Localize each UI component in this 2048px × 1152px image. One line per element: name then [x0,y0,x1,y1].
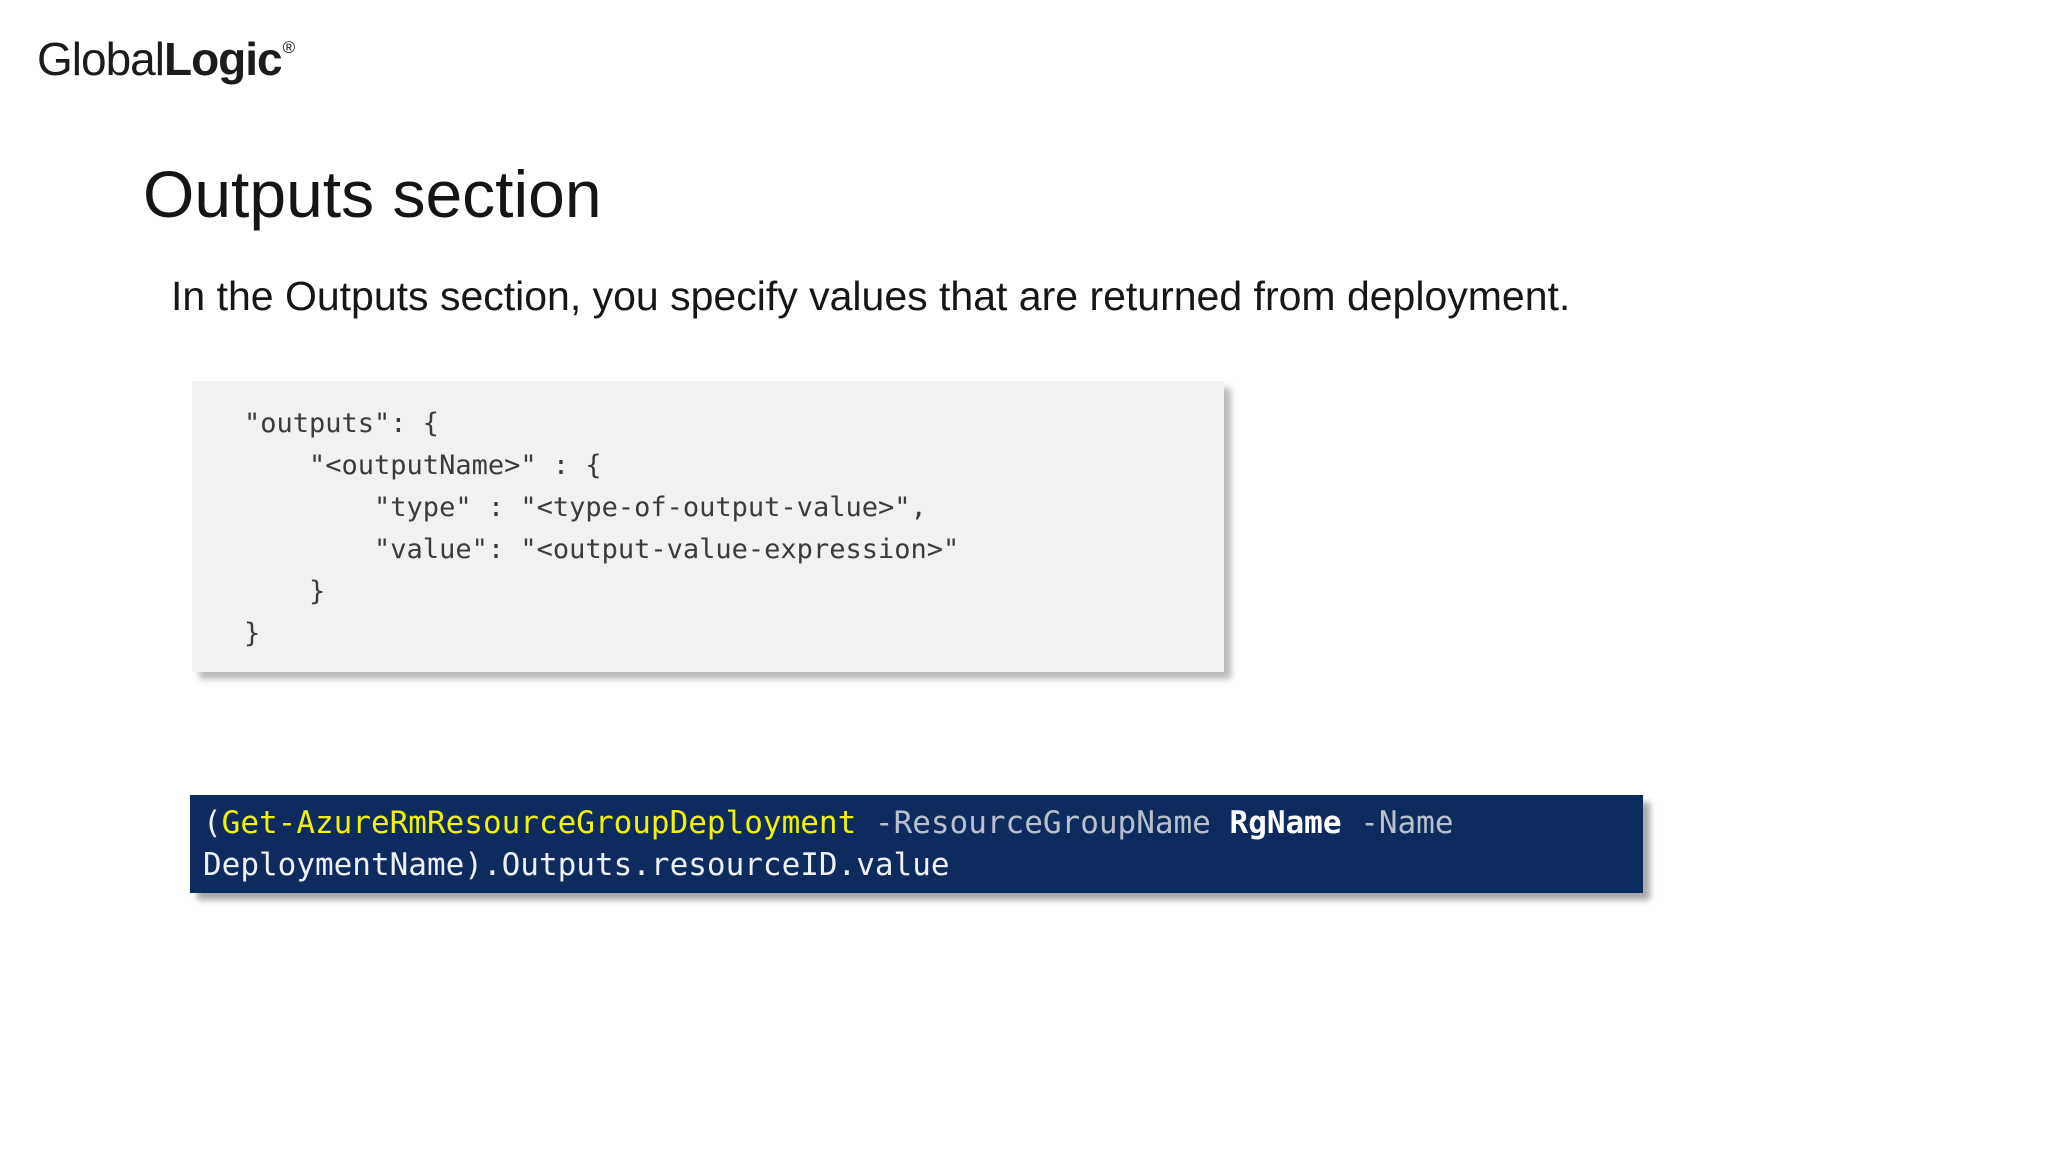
code-line: (Get-AzureRmResourceGroupDeployment -Res… [203,802,1643,844]
code-token [1211,805,1230,841]
code-token [1342,805,1361,841]
code-line: } [244,576,326,607]
code-line: "<outputName>" : { [244,450,602,481]
code-token: Get-AzureRmResourceGroupDeployment [221,805,857,841]
code-line: } [244,618,261,649]
code-line: DeploymentName).Outputs.resourceID.value [203,844,1643,886]
registered-trademark-icon: ® [282,37,295,57]
json-code-block: "outputs": { "<outputName>" : { "type" :… [192,381,1224,672]
code-token: DeploymentName).Outputs.resourceID.value [203,847,950,883]
code-token: RgName [1229,805,1342,841]
logo-text-global: Global [37,33,165,85]
intro-text: In the Outputs section, you specify valu… [171,273,1571,319]
code-line: "value": "<output-value-expression>" [244,534,960,565]
logo-text-logic: Logic [163,33,283,85]
code-token: -Name [1360,805,1454,841]
code-line: "outputs": { [244,408,440,439]
code-line: "type" : "<type-of-output-value>", [244,492,927,523]
page-title: Outputs section [143,157,602,231]
code-token: ( [203,805,222,841]
code-token: -ResourceGroupName [874,805,1211,841]
globallogic-logo: GlobalLogic® [37,33,295,85]
code-token [856,805,875,841]
powershell-code-block: (Get-AzureRmResourceGroupDeployment -Res… [190,795,1643,893]
